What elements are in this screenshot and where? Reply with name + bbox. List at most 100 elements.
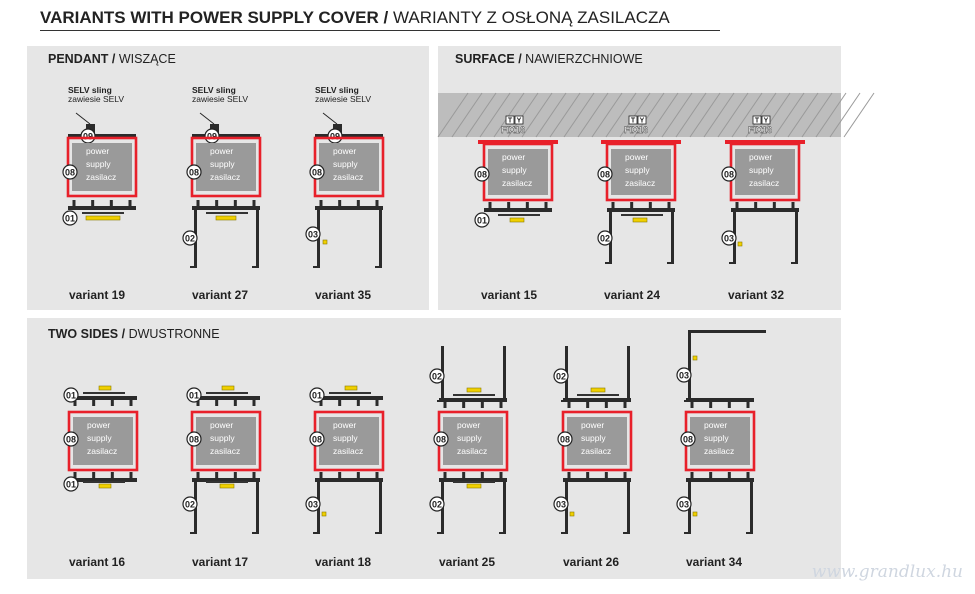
flange-fin <box>754 202 758 208</box>
lens-yellow <box>737 241 743 247</box>
profile-top-arm <box>688 330 766 333</box>
profile-rail <box>671 208 674 264</box>
flange-fin <box>319 400 323 406</box>
ceiling-hatch <box>619 92 651 138</box>
lens-yellow <box>85 215 121 221</box>
marker-08: 08 <box>309 431 325 447</box>
psu-label-supply: supply <box>625 165 650 175</box>
flange-fin <box>480 472 484 478</box>
lens-yellow <box>344 385 358 391</box>
psu-label-zasilacz: zasilacz <box>333 446 363 456</box>
marker-02: 02 <box>429 368 445 384</box>
top-flange <box>563 398 631 402</box>
bottom-flange <box>315 478 383 482</box>
flange-fin <box>233 200 237 206</box>
flange-fin <box>443 402 447 408</box>
flange-fin <box>73 472 77 478</box>
flange-fin <box>604 472 608 478</box>
marker-circle <box>721 230 737 246</box>
marker-circle <box>62 164 78 180</box>
psu-label-supply: supply <box>457 433 482 443</box>
diffuser-line <box>498 214 540 216</box>
marker-08: 08 <box>680 431 696 447</box>
sling-label-en: SELV sling <box>315 85 359 95</box>
marker-circle <box>597 166 613 182</box>
ceiling-hatch <box>759 92 791 138</box>
flange-fin <box>604 402 608 408</box>
bottom-flange <box>315 206 383 210</box>
marker-text: 08 <box>65 168 75 178</box>
fix-tag-y-text: Y <box>640 118 645 125</box>
flange-fin <box>252 400 256 406</box>
psu-label-supply: supply <box>581 433 606 443</box>
profile-rail <box>688 330 691 402</box>
flange-fin <box>586 402 590 408</box>
flange-fin <box>623 402 627 408</box>
bottom-flange <box>563 478 631 482</box>
marker-text: 01 <box>312 391 322 401</box>
profile-rail <box>627 480 630 534</box>
sling-leader <box>199 112 215 125</box>
lens-yellow <box>590 387 606 393</box>
psu-block <box>196 143 256 191</box>
psu-label-power: power <box>87 420 110 430</box>
marker-circle <box>63 387 79 403</box>
profile-rail <box>256 480 259 534</box>
marker-text: 03 <box>308 500 318 510</box>
ceiling-hatch <box>437 92 469 138</box>
diffuser-line <box>206 212 248 214</box>
profile-rail <box>750 480 753 534</box>
psu-label-supply: supply <box>87 433 112 443</box>
psu-block <box>196 417 256 465</box>
marker-09: 09 <box>204 128 220 144</box>
flange-fin <box>375 400 379 406</box>
flange-fin <box>233 472 237 478</box>
fix-tag-y <box>514 115 524 125</box>
variant-19-label: variant 19 <box>69 288 126 302</box>
marker-text: 01 <box>66 391 76 401</box>
fix16-label: FIX16 <box>748 125 772 135</box>
flange-fin <box>623 472 627 478</box>
rail-foot <box>313 266 319 268</box>
top-plate <box>192 134 260 138</box>
ceiling-hatch <box>451 92 483 138</box>
top-flange <box>686 398 754 402</box>
variant-26-label: variant 26 <box>563 555 620 569</box>
flange-fin <box>746 472 750 478</box>
fix-tag-t <box>628 115 638 125</box>
marker-text: 02 <box>432 500 442 510</box>
panel-title-pendant: PENDANT / WISZĄCE <box>48 52 176 66</box>
flange-fin <box>338 472 342 478</box>
diffuser-line <box>83 481 125 483</box>
flange-fin <box>690 472 694 478</box>
psu-label-power: power <box>625 152 648 162</box>
fix-tag-t-text: T <box>631 118 636 125</box>
ceiling-hatch <box>577 92 609 138</box>
psu-label-zasilacz: zasilacz <box>704 446 734 456</box>
top-plate <box>315 134 383 138</box>
flange-fin <box>480 402 484 408</box>
psu-label-zasilacz: zasilacz <box>749 178 779 188</box>
profile-rail <box>795 208 798 264</box>
marker-circle <box>309 164 325 180</box>
rail-foot <box>190 266 196 268</box>
page-title-en: VARIANTS WITH POWER SUPPLY COVER / <box>40 8 389 27</box>
marker-text: 03 <box>556 500 566 510</box>
marker-text: 02 <box>432 372 442 382</box>
flange-fin <box>252 472 256 478</box>
psu-block <box>488 149 548 195</box>
ceiling-hatch <box>647 92 679 138</box>
marker-08: 08 <box>62 164 78 180</box>
flange-fin <box>196 472 200 478</box>
marker-03: 03 <box>676 367 692 383</box>
sling-label-pl: zawiesie SELV <box>192 94 248 104</box>
ceiling-hatch <box>605 92 637 138</box>
marker-text: 08 <box>436 435 446 445</box>
ceiling-hatch <box>815 92 847 138</box>
lens-yellow <box>466 387 482 393</box>
marker-circle <box>676 496 692 512</box>
psu-label-power: power <box>457 420 480 430</box>
diffuser-line <box>577 394 619 396</box>
